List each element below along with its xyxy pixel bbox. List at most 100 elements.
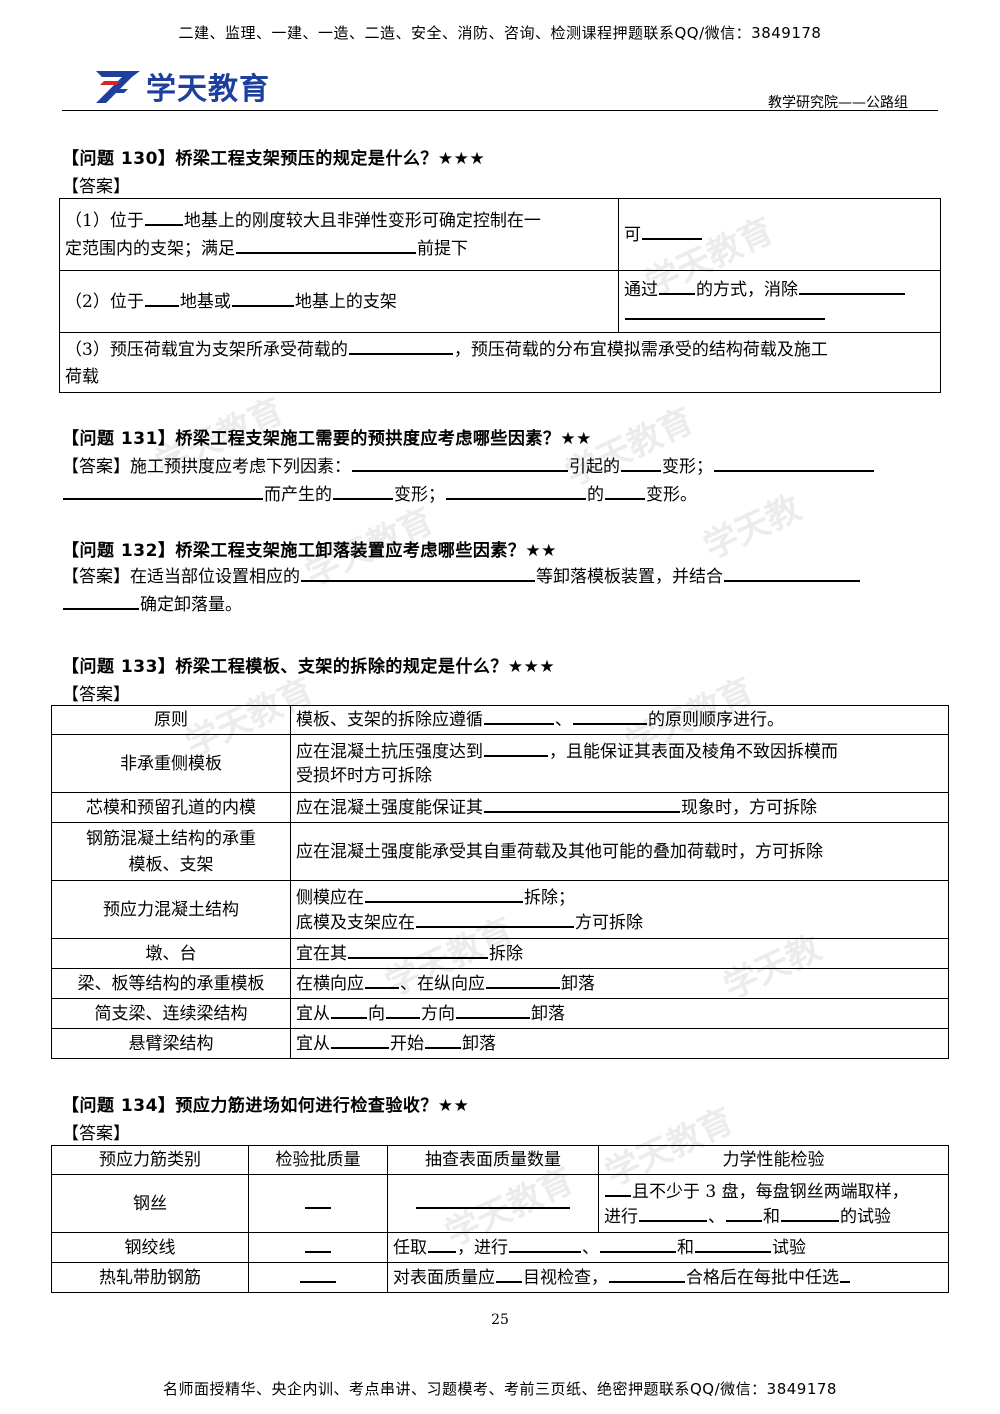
bottom-banner: 名师面授精华、央企内训、考点串讲、习题模考、考前三页纸、绝密押题联系QQ/微信：… <box>163 1380 837 1398</box>
text: 宜从 <box>296 1033 330 1054</box>
row-label: 热轧带肋钢筋 <box>51 1262 249 1293</box>
fill-blank <box>621 454 661 472</box>
fill-blank <box>416 1191 570 1209</box>
text: 确定卸落量。 <box>140 595 242 615</box>
fill-blank <box>144 208 183 226</box>
mechanical-cell: 且不少于 3 盘，每盘钢丝两端取样， 进行、和的试验 <box>598 1174 949 1233</box>
text: 应在混凝土抗压强度达到 <box>296 742 483 762</box>
text: 前提下 <box>417 238 468 259</box>
text: ，且能保证其表面及棱角不致因拆模而 <box>549 742 838 762</box>
header-divider <box>62 110 938 111</box>
text: 地基上的支架 <box>294 292 397 312</box>
text: 钢筋混凝土结构的承重 <box>86 828 256 849</box>
text: 可 <box>624 225 641 245</box>
text: 向 <box>368 1003 385 1024</box>
text: （1）位于 <box>65 210 144 231</box>
fill-blank <box>724 564 860 582</box>
fill-blank <box>840 1265 850 1283</box>
column-header: 预应力筋类别 <box>51 1145 249 1175</box>
fill-blank <box>509 1235 581 1253</box>
text: 对表面质量应 <box>393 1267 495 1288</box>
text: 应在混凝土强度能保证其 <box>296 797 483 818</box>
text: 和 <box>677 1237 694 1258</box>
text: 开始 <box>390 1033 424 1054</box>
fill-blank <box>416 910 574 928</box>
text: 的试验 <box>840 1206 891 1227</box>
fill-blank <box>456 1001 530 1019</box>
text: 通过 <box>624 279 658 300</box>
fill-blank <box>486 971 560 989</box>
text: 拆除； <box>524 887 575 908</box>
row-content: 应在混凝土强度能承受其自重荷载及其他可能的叠加荷载时，方可拆除 <box>290 822 949 881</box>
q131-answer-line1: 【答案】施工预拱度应考虑下列因素：引起的变形； <box>62 454 875 479</box>
q130-row1-right: 可 <box>618 198 941 271</box>
fill-blank <box>352 454 568 472</box>
text: 的 <box>587 485 604 505</box>
answer-label: 【答案】 <box>62 1124 130 1144</box>
row-label: 芯模和预留孔道的内模 <box>51 792 291 823</box>
text: ，预压荷载的分布宜模拟需承受的结构荷载及施工 <box>453 339 828 360</box>
column-header: 检验批质量 <box>248 1145 388 1175</box>
q132-answer-line1: 【答案】在适当部位设置相应的等卸落模板装置，并结合 <box>62 564 861 589</box>
fill-blank <box>236 236 416 254</box>
q130-table: （1）位于地基上的刚度较大且非弹性变形可确定控制在一 定范围内的支架；满足前提下… <box>59 198 941 393</box>
page-number: 25 <box>491 1312 509 1328</box>
column-header: 力学性能检验 <box>598 1145 949 1175</box>
row-label: 钢筋混凝土结构的承重 模板、支架 <box>51 822 291 881</box>
text: 等卸落模板装置，并结合 <box>536 567 723 587</box>
fill-blank <box>484 739 548 757</box>
fill-blank <box>726 1204 762 1222</box>
brand-logo-icon <box>96 71 140 103</box>
question-134-title: 【问题 134】预应力筋进场如何进行检查验收？★★ <box>62 1096 470 1116</box>
row-label: 简支梁、连续梁结构 <box>51 998 291 1029</box>
text: 变形； <box>394 485 445 505</box>
text: 模板、支架的拆除应遵循 <box>296 710 483 730</box>
text: 变形； <box>662 457 713 477</box>
text: 地基或 <box>179 292 231 312</box>
answer-label: 【答案】 <box>62 177 130 197</box>
q133-table: 原则 模板、支架的拆除应遵循、的原则顺序进行。 非承重侧模板 应在混凝土抗压强度… <box>51 705 949 1059</box>
fill-blank <box>348 941 488 959</box>
fill-blank <box>333 482 393 500</box>
fill-blank <box>301 564 535 582</box>
q130-row1-cell: （1）位于地基上的刚度较大且非弹性变形可确定控制在一 定范围内的支架；满足前提下 <box>59 198 619 271</box>
fill-blank <box>642 222 702 240</box>
text: 荷载 <box>65 366 99 387</box>
text: 引起的 <box>569 457 620 477</box>
column-header: 抽查表面质量数量 <box>387 1145 599 1175</box>
fill-blank <box>425 1031 461 1049</box>
fill-blank <box>484 795 680 813</box>
question-133-title: 【问题 133】桥梁工程模板、支架的拆除的规定是什么？★★★ <box>62 657 556 677</box>
row-label: 钢丝 <box>51 1174 249 1233</box>
q130-row2-cell: （2）位于 地基或 地基上的支架 <box>59 270 619 333</box>
text: ，进行 <box>457 1237 508 1258</box>
fill-blank <box>365 971 399 989</box>
q130-row3-cell: （3）预压荷载宜为支架所承受荷载的，预压荷载的分布宜模拟需承受的结构荷载及施工 … <box>59 332 941 393</box>
text: 、 <box>708 1206 725 1227</box>
fill-blank <box>659 277 695 295</box>
text: 进行 <box>604 1206 638 1227</box>
text: 任取 <box>393 1237 427 1258</box>
row-label: 预应力混凝土结构 <box>51 880 291 939</box>
fill-blank <box>496 1265 522 1283</box>
watermark: 学天教 <box>697 487 808 568</box>
batch-cell <box>248 1174 388 1233</box>
text: 方向 <box>421 1003 455 1024</box>
row-content: 模板、支架的拆除应遵循、的原则顺序进行。 <box>290 705 949 735</box>
text: 底模及支架应在 <box>296 912 415 933</box>
text: 变形。 <box>646 485 697 505</box>
row-content: 在横向应、在纵向应卸落 <box>290 968 949 999</box>
text: （2）位于 <box>65 292 144 312</box>
text: 的方式，消除 <box>696 279 798 300</box>
row-label: 非承重侧模板 <box>51 734 291 793</box>
top-banner: 二建、监理、一建、一造、二造、安全、消防、咨询、检测课程押题联系QQ/微信：38… <box>178 24 822 42</box>
text: 和 <box>763 1206 780 1227</box>
fill-blank <box>639 1204 707 1222</box>
row-content: 应在混凝土强度能保证其现象时，方可拆除 <box>290 792 949 823</box>
text: 在横向应 <box>296 973 364 994</box>
fill-blank <box>573 707 647 725</box>
text: 、在纵向应 <box>400 973 485 994</box>
text: 的原则顺序进行。 <box>648 710 784 730</box>
question-131-title: 【问题 131】桥梁工程支架施工需要的预拱度应考虑哪些因素？★★ <box>62 429 592 449</box>
fill-blank <box>446 482 586 500</box>
